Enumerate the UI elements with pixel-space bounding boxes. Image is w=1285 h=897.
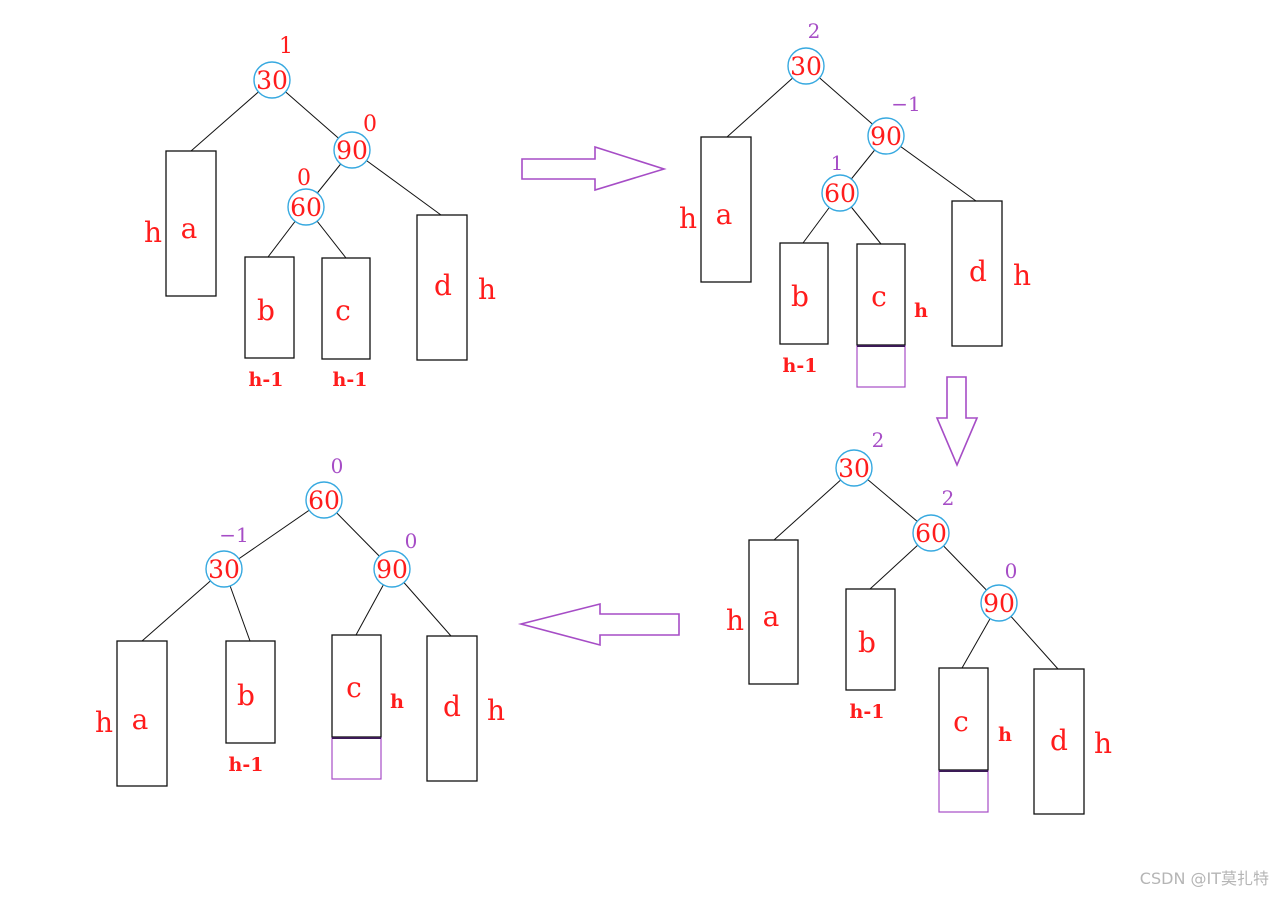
node-60 bbox=[821, 174, 859, 212]
bf-30: 2 bbox=[872, 428, 885, 452]
bf-60: 0 bbox=[331, 454, 344, 478]
tree-after-right-rotation: 30 60 90 2 2 0 a b c d h h-1 h h bbox=[726, 428, 1112, 815]
bf-90: 0 bbox=[363, 112, 377, 137]
bf-30: 1 bbox=[279, 34, 293, 59]
node-30 bbox=[835, 449, 873, 487]
subtree-d-height: h bbox=[487, 694, 505, 727]
edge-60-30 bbox=[223, 499, 325, 570]
subtree-b bbox=[244, 256, 295, 359]
subtree-b bbox=[225, 640, 276, 744]
watermark: CSDN @IT莫扎特 bbox=[1139, 869, 1269, 888]
subtree-c-height: h-1 bbox=[333, 369, 368, 391]
bf-90: 0 bbox=[1005, 559, 1018, 583]
node-30 bbox=[253, 61, 291, 99]
subtree-b-height: h-1 bbox=[783, 355, 818, 377]
node-30-key: 30 bbox=[208, 555, 240, 584]
subtree-c bbox=[938, 667, 989, 771]
node-60 bbox=[287, 188, 325, 226]
subtree-d bbox=[416, 214, 468, 361]
subtree-a bbox=[700, 136, 752, 283]
subtree-d-name: d bbox=[969, 255, 987, 288]
node-90 bbox=[980, 584, 1018, 622]
subtree-c-height: h bbox=[390, 691, 404, 713]
node-30-key: 30 bbox=[790, 52, 822, 81]
subtree-b-name: b bbox=[257, 294, 275, 327]
node-90 bbox=[333, 131, 371, 169]
subtree-a-height: h bbox=[679, 202, 697, 235]
node-30-key: 30 bbox=[838, 454, 870, 483]
subtree-a bbox=[116, 640, 168, 787]
tree-balanced: 60 30 90 0 −1 0 a b c d h h-1 h h bbox=[95, 454, 505, 787]
tree-after-insert: 30 90 60 2 −1 1 a b c d h h-1 h h bbox=[679, 19, 1031, 388]
node-90-key: 90 bbox=[870, 122, 902, 151]
node-60-key: 60 bbox=[915, 519, 947, 548]
node-30 bbox=[787, 47, 825, 85]
subtree-b-name: b bbox=[791, 280, 809, 313]
subtree-b-height: h-1 bbox=[249, 369, 284, 391]
subtree-d-name: d bbox=[1050, 724, 1068, 757]
node-60-key: 60 bbox=[824, 179, 856, 208]
node-90-key: 90 bbox=[983, 589, 1015, 618]
subtree-c-height: h bbox=[998, 724, 1012, 746]
node-60 bbox=[305, 481, 343, 519]
subtree-d-name: d bbox=[434, 269, 452, 302]
tree-initial: 30 90 60 1 0 0 a b c d h h-1 h-1 h bbox=[144, 34, 496, 391]
bf-60: 1 bbox=[831, 151, 844, 175]
subtree-b-height: h-1 bbox=[229, 754, 264, 776]
subtree-a-height: h bbox=[144, 216, 162, 249]
bf-60: 2 bbox=[942, 486, 955, 510]
subtree-d bbox=[1033, 668, 1085, 815]
subtree-a-name: a bbox=[181, 212, 198, 245]
subtree-d-height: h bbox=[1094, 727, 1112, 760]
bf-60: 0 bbox=[297, 166, 311, 191]
subtree-a-height: h bbox=[95, 706, 113, 739]
subtree-c-name: c bbox=[871, 280, 887, 313]
subtree-c-name: c bbox=[346, 671, 362, 704]
node-60-key: 60 bbox=[308, 486, 340, 515]
arrow-down-icon bbox=[935, 376, 979, 468]
node-90-key: 90 bbox=[336, 136, 368, 165]
subtree-a-name: a bbox=[132, 703, 149, 736]
node-90 bbox=[867, 117, 905, 155]
subtree-d-name: d bbox=[443, 690, 461, 723]
node-60-key: 60 bbox=[290, 193, 322, 222]
subtree-d-height: h bbox=[478, 273, 496, 306]
subtree-b-name: b bbox=[237, 679, 255, 712]
subtree-d bbox=[951, 200, 1003, 347]
bf-90: 0 bbox=[405, 529, 418, 553]
subtree-b bbox=[779, 242, 829, 345]
node-90-key: 90 bbox=[376, 555, 408, 584]
bf-30: −1 bbox=[219, 523, 248, 547]
subtree-a-name: a bbox=[763, 600, 780, 633]
subtree-c-name: c bbox=[953, 705, 969, 738]
arrow-left-icon bbox=[517, 602, 680, 647]
node-30 bbox=[205, 550, 243, 588]
subtree-a bbox=[748, 539, 799, 685]
subtree-d bbox=[426, 635, 478, 782]
node-90 bbox=[373, 550, 411, 588]
subtree-b bbox=[845, 588, 896, 691]
subtree-c-extension bbox=[331, 737, 382, 780]
subtree-a-name: a bbox=[716, 198, 733, 231]
bf-90: −1 bbox=[891, 92, 920, 116]
subtree-a-height: h bbox=[726, 604, 744, 637]
subtree-c-extension bbox=[938, 770, 989, 813]
subtree-d-height: h bbox=[1013, 259, 1031, 292]
node-60 bbox=[912, 514, 950, 552]
subtree-b-name: b bbox=[858, 626, 876, 659]
subtree-c bbox=[331, 634, 382, 738]
bf-30: 2 bbox=[808, 19, 821, 43]
subtree-c bbox=[856, 243, 906, 346]
subtree-c-extension bbox=[856, 345, 906, 388]
node-30-key: 30 bbox=[256, 66, 288, 95]
subtree-c-name: c bbox=[335, 294, 351, 327]
subtree-c bbox=[321, 257, 371, 360]
subtree-b-height: h-1 bbox=[850, 701, 885, 723]
arrow-right-icon bbox=[521, 145, 667, 192]
subtree-a bbox=[165, 150, 217, 297]
subtree-c-height: h bbox=[914, 300, 928, 322]
